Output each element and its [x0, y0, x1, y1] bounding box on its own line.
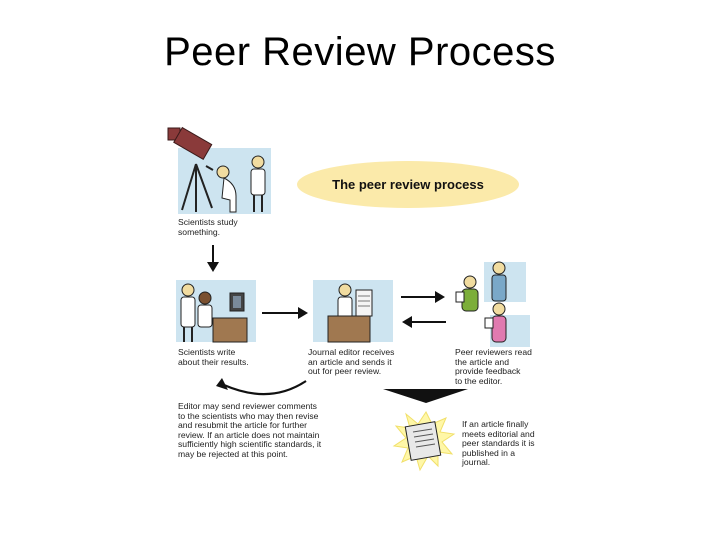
arrow-return-icon [216, 378, 307, 396]
diagram-heading: The peer review process [332, 177, 484, 192]
arrow-publish-icon [383, 389, 468, 403]
peer-reviewers-icon [455, 261, 507, 343]
scientists-writing-icon [180, 283, 248, 343]
caption-write: Scientists write about their results. [178, 347, 249, 367]
journal-icon [392, 411, 456, 472]
journal-editor-icon [327, 283, 373, 343]
slide-title: Peer Review Process [164, 30, 556, 74]
caption-revise: Editor may send reviewer comments to the… [178, 401, 322, 459]
arrow-down-icon [207, 245, 219, 272]
diagram-heading-bubble [297, 161, 519, 208]
telescope-icon [167, 126, 214, 212]
caption-editor: Journal editor receives an article and s… [308, 347, 395, 377]
scientists-observing-icon [216, 155, 266, 213]
caption-reviewers: Peer reviewers read the article and prov… [455, 347, 532, 386]
caption-published: If an article finally meets editorial an… [462, 419, 535, 468]
arrow-to-reviewers-icon [401, 291, 445, 303]
arrow-right-icon [262, 307, 308, 319]
caption-study: Scientists study something. [178, 217, 238, 237]
arrow-from-reviewers-icon [402, 316, 446, 328]
